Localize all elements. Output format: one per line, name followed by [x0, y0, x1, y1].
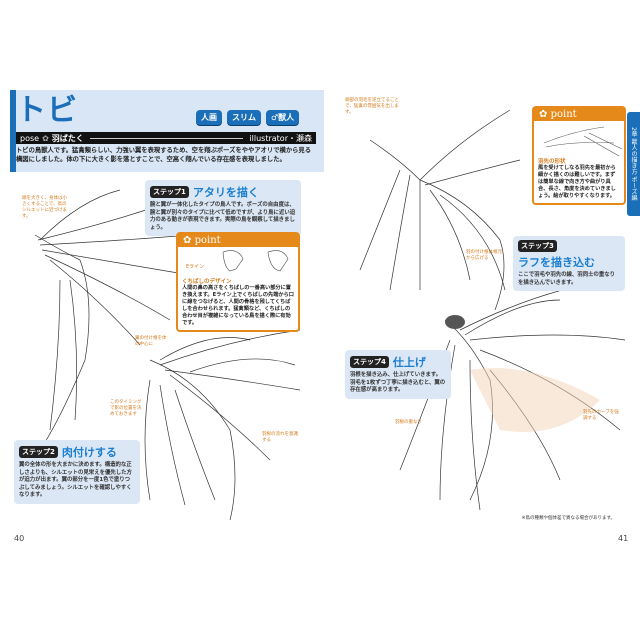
tag-badge: 人画	[196, 110, 222, 125]
point-header: point	[550, 109, 577, 120]
step-title: 肉付けする	[61, 446, 117, 459]
shadow-tone	[470, 368, 600, 432]
annotation: 頭を大きく、身体は小さくすることで、鳥のシルエットに近づけます。	[22, 196, 67, 219]
paw-icon: ✿	[183, 235, 192, 246]
point-subtitle: くちばしのデザイン	[182, 279, 232, 285]
annotation: このタイミングで影の位置を決めておきます	[110, 400, 142, 417]
title-panel	[10, 90, 324, 172]
chapter-tab: 2章 獣人の描き方 ポーズ編	[627, 112, 640, 216]
intro-text: トビの鳥獣人です。猛禽類らしい、力強い翼を表現するため、空を翔ぶポーズをややアオ…	[16, 147, 312, 163]
step-title: ラフを描き込む	[518, 256, 595, 269]
left-bird-fleshed	[144, 329, 301, 521]
pose-bar: pose ✿ 羽ばたく illustrator・瀬森	[16, 132, 316, 144]
pose-label: pose	[20, 133, 40, 143]
right-bird-rough	[359, 109, 521, 311]
tag-list: 人画 スリム ♂獣人	[196, 110, 300, 125]
left-bird-sketch	[34, 189, 191, 451]
illustrator-credit: illustrator・瀬森	[249, 133, 312, 143]
annotation: 羽根の流れを意識する	[262, 432, 298, 443]
footnote: ※鳥の種類や個体差で異なる場合があります。	[521, 516, 615, 521]
annotation: 翼の付け根を体の中心に	[135, 336, 167, 347]
bird-head-final	[445, 315, 465, 329]
divider	[89, 137, 244, 139]
step-badge: ステップ3	[518, 240, 557, 252]
page-title: トビ	[16, 93, 78, 128]
step3-box: ステップ3 ラフを描き込む ここで羽毛や羽先の線、羽同士の重なりを描き込んでいきま…	[513, 236, 625, 291]
point-box: ✿ point 羽先の形状 風を受けてしなる羽先を最初から細かく描くのは難しいで…	[532, 106, 626, 205]
point-body: 人間の鼻の高さをくちばしの一番高い部分に置き換えます。Eライン上でくちばしの先端…	[182, 285, 294, 326]
step-title: アタリを描く	[192, 186, 259, 199]
step-body: ここで羽毛や羽先の線、羽同士の重なりを描き込んでいきます。	[518, 272, 616, 286]
pose-title: 羽ばたく	[51, 133, 84, 143]
star-icon: ✿	[42, 133, 49, 143]
e-line-label: Eライン	[186, 264, 205, 270]
step-badge: ステップ2	[19, 446, 58, 458]
feather-diagram	[543, 126, 623, 157]
point-box: ✿ point Eライン くちばしのデザイン 人間の鼻の高さをくちばしの一番高い…	[176, 232, 300, 332]
step-body: 羽根を描き込み、仕上げていきます。羽毛を1枚ずつ丁寧に描き込むと、翼の存在感が高…	[350, 372, 446, 393]
tag-badge: スリム	[227, 110, 261, 125]
face-diagram: Eライン	[178, 247, 298, 277]
step-title: 仕上げ	[392, 356, 426, 369]
step-badge: ステップ1	[150, 186, 189, 198]
step-body: 翼の全体の形を大まかに決めます。構造的な正しさよりも、シルエットの見栄えを優先し…	[19, 462, 132, 498]
point-header: point	[194, 235, 221, 246]
annotation: 羽先のカーブを強調する	[583, 410, 619, 421]
annotation: 羽根の重なり	[395, 420, 422, 425]
step-badge: ステップ4	[350, 356, 389, 368]
page-number: 40	[14, 534, 25, 543]
step-body: 腕と翼が一体化したタイプの鳥人です。ポーズの自由度は、腕と翼が別々のタイプに比べ…	[150, 202, 296, 231]
page-number: 41	[618, 534, 629, 543]
paw-icon: ✿	[539, 109, 548, 120]
annotation: 羽の付け根は根元から広げる	[466, 250, 502, 261]
point-body: 風を受けてしなる羽先を最初から細かく描くのは難しいです。まずは簡単な線で向き方や…	[538, 165, 616, 199]
tag-badge: ♂獣人	[266, 110, 300, 125]
point-subtitle: 羽先の形状	[538, 159, 566, 165]
annotation: 頭部の羽毛を逆立てることで、猛禽の雰囲気を出します。	[345, 98, 399, 115]
